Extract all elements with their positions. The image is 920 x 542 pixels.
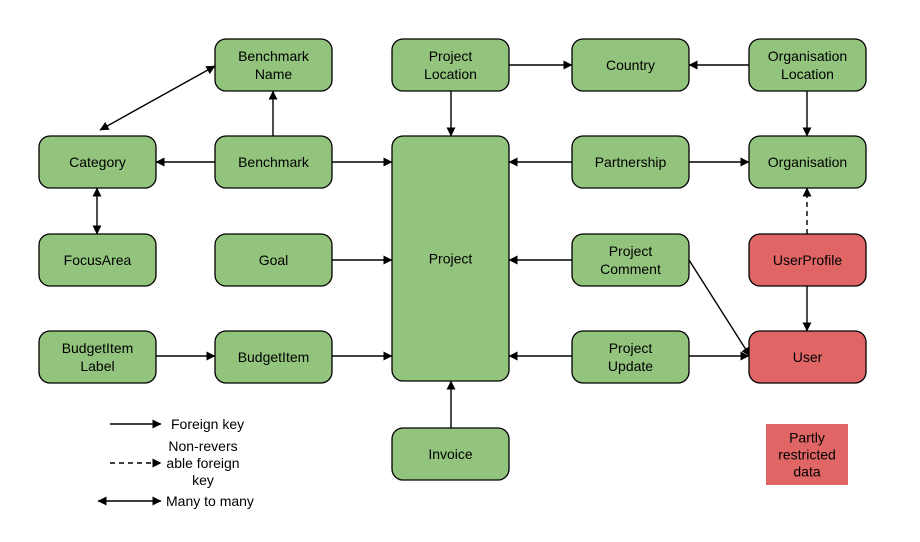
node-label: Organisation bbox=[768, 48, 847, 64]
node-label: Organisation bbox=[768, 154, 847, 170]
node-label: Project bbox=[429, 251, 473, 267]
node-label: Location bbox=[781, 66, 834, 82]
restricted-swatch-box bbox=[766, 424, 848, 485]
node-label: User bbox=[793, 349, 823, 365]
node-label: Label bbox=[80, 358, 114, 374]
node-benchmark[interactable]: Benchmark bbox=[214, 135, 333, 189]
node-box bbox=[571, 135, 690, 189]
node-box bbox=[748, 330, 867, 384]
edges-layer bbox=[92, 60, 812, 428]
node-label: BudgetItem bbox=[238, 349, 310, 365]
legend-non-reversible-label: key bbox=[192, 472, 214, 488]
node-label: Comment bbox=[600, 261, 661, 277]
node-goal[interactable]: Goal bbox=[214, 233, 333, 287]
node-box bbox=[38, 233, 157, 287]
node-country[interactable]: Country bbox=[571, 38, 690, 92]
legend-foreign-key-label: Foreign key bbox=[171, 416, 244, 432]
legend-restricted-label: data bbox=[793, 464, 820, 480]
legend-restricted-label: restricted bbox=[778, 447, 836, 463]
node-label: Project bbox=[429, 48, 473, 64]
node-budgetitem[interactable]: BudgetItem bbox=[214, 330, 333, 384]
node-box bbox=[214, 38, 333, 92]
node-box bbox=[391, 427, 510, 481]
node-invoice[interactable]: Invoice bbox=[391, 427, 510, 481]
node-label: Partnership bbox=[595, 154, 667, 170]
node-label: Invoice bbox=[428, 446, 473, 462]
node-box bbox=[391, 38, 510, 92]
node-label: Benchmark bbox=[238, 154, 310, 170]
node-box bbox=[748, 233, 867, 287]
node-box bbox=[571, 38, 690, 92]
node-label: Benchmark bbox=[238, 48, 310, 64]
node-label: Project bbox=[609, 340, 653, 356]
legend-many-to-many-label: Many to many bbox=[166, 493, 254, 509]
nodes-layer: BenchmarkNameProjectLocationCountryOrgan… bbox=[38, 38, 867, 481]
node-box bbox=[214, 135, 333, 189]
node-box bbox=[748, 38, 867, 92]
node-box bbox=[571, 330, 690, 384]
node-label: Location bbox=[424, 66, 477, 82]
node-partnership[interactable]: Partnership bbox=[571, 135, 690, 189]
edge-category-to-benchmark-name bbox=[99, 65, 216, 131]
node-organisation[interactable]: Organisation bbox=[748, 135, 867, 189]
node-label: Update bbox=[608, 358, 653, 374]
node-label: UserProfile bbox=[773, 252, 842, 268]
node-user[interactable]: User bbox=[748, 330, 867, 384]
node-label: BudgetItem bbox=[62, 340, 134, 356]
node-box bbox=[214, 330, 333, 384]
node-box bbox=[38, 135, 157, 189]
node-focusarea[interactable]: FocusArea bbox=[38, 233, 157, 287]
legend-non-reversible-label: Non-revers bbox=[168, 438, 237, 454]
node-box bbox=[38, 330, 157, 384]
node-label: Goal bbox=[259, 252, 289, 268]
legend-non-reversible-label: able foreign bbox=[166, 455, 239, 471]
node-userprofile[interactable]: UserProfile bbox=[748, 233, 867, 287]
node-category[interactable]: Category bbox=[38, 135, 157, 189]
node-box bbox=[391, 135, 510, 382]
node-label: Country bbox=[606, 57, 655, 73]
node-box bbox=[214, 233, 333, 287]
node-label: FocusArea bbox=[64, 252, 132, 268]
node-label: Project bbox=[609, 243, 653, 259]
node-label: Name bbox=[255, 66, 293, 82]
node-project[interactable]: Project bbox=[391, 135, 510, 382]
node-label: Category bbox=[69, 154, 126, 170]
node-box bbox=[748, 135, 867, 189]
node-box bbox=[571, 233, 690, 287]
edge-project-comment-to-user bbox=[688, 259, 751, 357]
legend-restricted-label: Partly bbox=[789, 430, 825, 446]
